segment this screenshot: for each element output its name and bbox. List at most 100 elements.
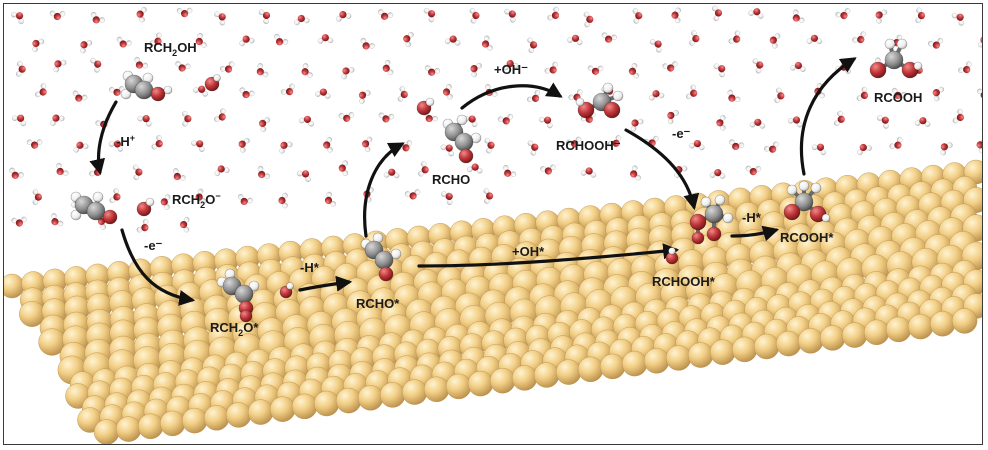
water-molecule	[160, 194, 170, 210]
water-molecule	[423, 65, 440, 78]
water-molecule	[361, 136, 373, 153]
gold-atom	[886, 317, 911, 342]
water-molecule	[16, 61, 27, 77]
water-molecule	[238, 87, 255, 101]
gold-atom	[336, 388, 361, 413]
water-molecule	[567, 33, 584, 45]
reaction-scheme: RCH2OH RCH2O− RCH2O* RCHO* RCHO RCHOOH⁻ …	[4, 4, 983, 445]
water-molecule	[746, 166, 762, 176]
water-molecule	[271, 33, 289, 49]
water-molecule	[649, 36, 666, 54]
gold-atom	[270, 397, 295, 422]
water-molecule	[713, 60, 729, 78]
water-molecule	[10, 8, 27, 25]
water-molecule	[952, 108, 967, 126]
water-molecule	[213, 108, 229, 126]
water-molecule	[318, 34, 334, 44]
water-molecule	[11, 111, 29, 127]
gold-atom	[424, 377, 449, 402]
gold-atom	[688, 343, 713, 368]
molecule-oh-minus-1	[137, 198, 154, 216]
gold-atom	[402, 380, 427, 405]
water-molecule	[789, 9, 805, 27]
molecule-rchooh-minus	[576, 83, 623, 118]
water-molecule	[236, 136, 251, 154]
water-molecule	[527, 37, 538, 53]
water-molecule	[418, 161, 431, 178]
water-molecule	[527, 139, 540, 156]
gold-atom	[490, 368, 515, 393]
water-molecule	[280, 83, 298, 99]
water-molecule	[484, 137, 495, 153]
water-molecule	[544, 61, 562, 78]
label-rcooh-star: RCOOH*	[780, 230, 834, 245]
step-minus-e-1: -e⁻	[144, 238, 163, 253]
water-molecule	[109, 188, 123, 206]
step-minus-h-star-2: -H*	[742, 210, 762, 225]
gold-atom	[446, 374, 471, 399]
water-molecule	[440, 188, 456, 206]
water-molecule	[384, 168, 400, 178]
water-molecule	[724, 89, 741, 106]
water-molecule	[405, 189, 422, 201]
water-molecule	[238, 34, 255, 47]
water-molecule	[671, 7, 681, 23]
water-molecule	[442, 84, 453, 100]
water-molecule	[685, 84, 700, 102]
molecule-oh-solution	[417, 98, 434, 115]
water-molecule	[648, 89, 665, 101]
water-molecule	[748, 6, 765, 19]
water-molecule	[976, 88, 983, 100]
water-molecule	[915, 8, 925, 24]
water-molecule	[70, 90, 88, 105]
water-molecule	[915, 116, 931, 126]
gold-atom	[204, 405, 229, 430]
gold-atom	[600, 354, 625, 379]
water-molecule	[11, 217, 27, 228]
water-molecule	[355, 87, 371, 105]
water-molecule	[856, 86, 872, 104]
water-molecule	[315, 87, 332, 99]
arrow-oh-addition-solution	[462, 86, 560, 108]
water-molecule	[219, 61, 237, 76]
molecule-water-oh	[205, 75, 221, 92]
water-molecule	[48, 111, 66, 126]
water-molecule	[540, 164, 556, 175]
water-molecule	[52, 162, 69, 179]
gold-atom	[534, 363, 559, 388]
water-molecule	[90, 56, 104, 74]
water-molecule	[851, 31, 869, 47]
water-molecule	[976, 33, 983, 48]
water-molecule	[727, 139, 744, 152]
label-rcooh: RCOOH	[874, 90, 922, 105]
gold-atom	[358, 385, 383, 410]
water-molecule	[689, 139, 706, 151]
water-molecule	[937, 139, 954, 156]
water-molecule	[88, 11, 106, 27]
label-rcho: RCHO	[432, 172, 470, 187]
gold-atom	[556, 360, 581, 385]
water-molecule	[484, 188, 494, 204]
water-molecule	[811, 140, 829, 156]
water-molecule	[135, 6, 147, 23]
step-minus-h-plus: -H+	[116, 133, 135, 149]
water-molecule	[258, 7, 273, 25]
water-molecule	[526, 89, 543, 106]
step-plus-oh-minus: +OH⁻	[494, 62, 528, 77]
water-molecule	[7, 167, 25, 182]
gold-atom	[864, 320, 889, 345]
water-molecule	[627, 115, 644, 132]
gold-atom	[314, 391, 339, 416]
water-molecule	[500, 164, 518, 181]
water-molecule	[957, 60, 975, 77]
water-molecule	[213, 163, 230, 176]
water-molecule	[401, 30, 414, 47]
label-rchooh-star: RCHOOH*	[652, 274, 716, 289]
gold-atom	[512, 365, 537, 390]
water-molecule	[376, 9, 393, 22]
water-molecule	[182, 111, 191, 126]
gold-atom	[908, 314, 933, 339]
water-molecule	[889, 136, 907, 153]
water-molecule	[503, 6, 519, 24]
water-molecule	[790, 61, 806, 72]
